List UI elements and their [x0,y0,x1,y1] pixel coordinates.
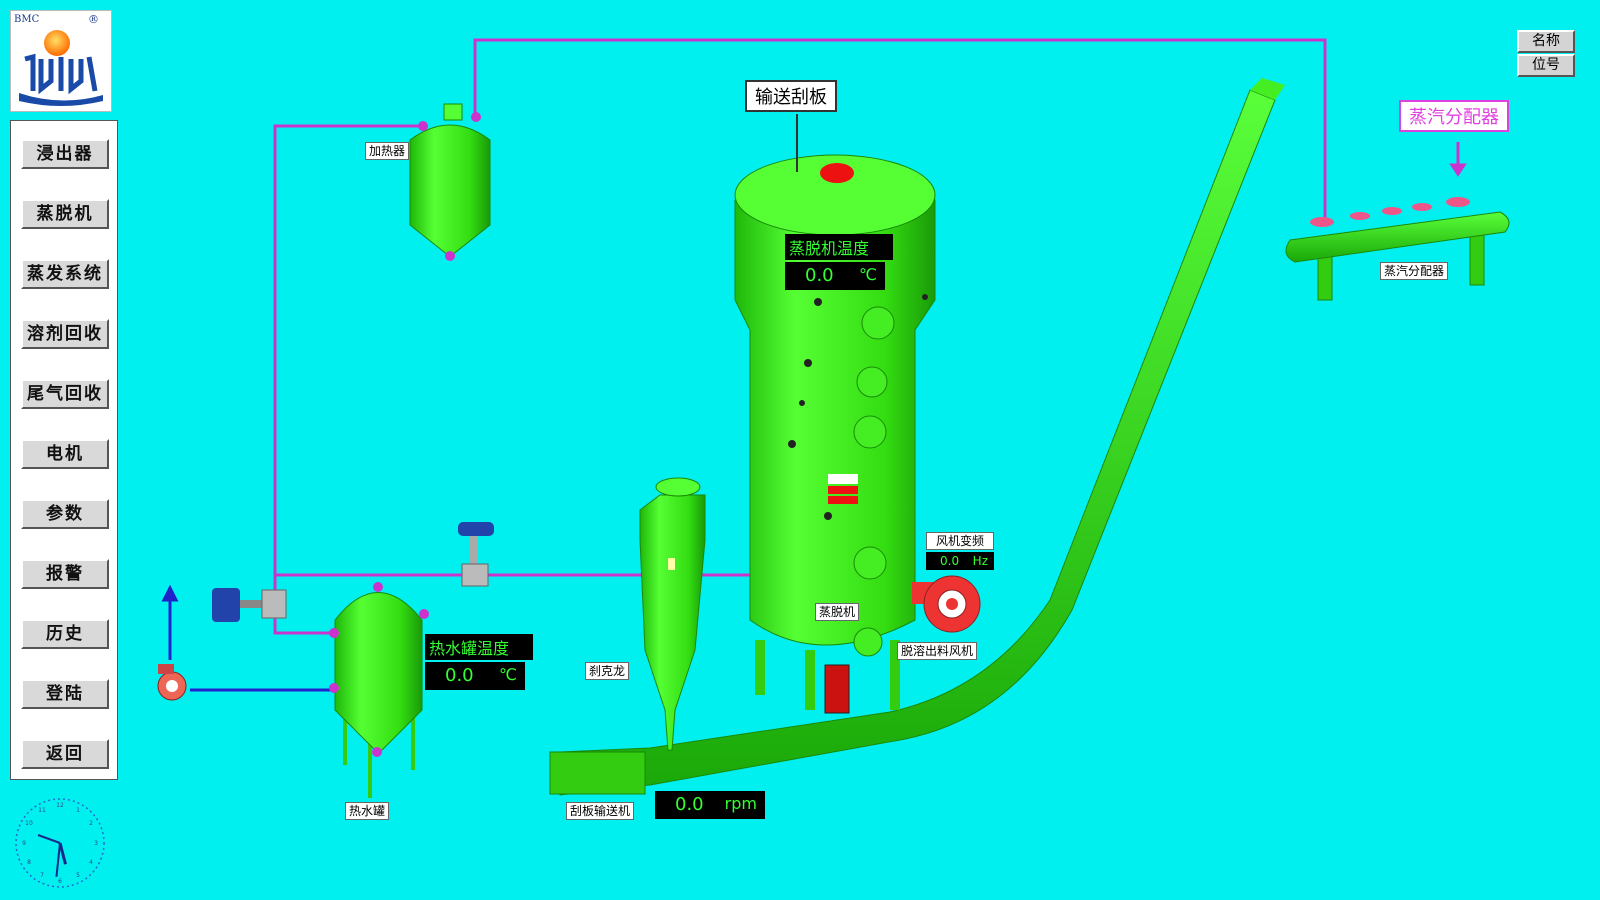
logo-graphic [19,30,103,106]
desolventizer-temp-unit: ℃ [859,265,877,284]
hot-water-temp-display: 0.0 ℃ [425,662,525,690]
scraper-conveyor-label[interactable]: 刮板输送机 [566,802,635,820]
show-tag-number-button[interactable]: 位号 [1517,54,1575,77]
navigation-menu: 浸出器 蒸脱机 蒸发系统 溶剂回收 尾气回收 电机 参数 报警 历史 登陆 返回 [10,120,118,780]
show-name-button[interactable]: 名称 [1517,30,1575,53]
conveyor-scraper-label: 输送刮板 [745,80,837,112]
menu-button-desolventizer[interactable]: 蒸脱机 [21,199,109,229]
heater-label[interactable]: 加热器 [365,142,410,160]
steam-distributor-header [1285,197,1510,301]
hot-water-tank-vessel [329,582,429,798]
hot-water-temp-unit: ℃ [499,665,517,684]
svg-text:1: 1 [76,807,80,814]
menu-button-solvent-recovery[interactable]: 溶剂回收 [21,319,109,349]
desolventizer-label[interactable]: 蒸脱机 [815,603,860,621]
fan-label[interactable]: 脱溶出料风机 [897,642,978,660]
steam-distributor-label[interactable]: 蒸汽分配器 [1380,262,1449,280]
desolventizer-temp-display: 0.0 ℃ [785,262,885,290]
desolventizer-temp-title: 蒸脱机温度 [785,234,893,260]
heater-vessel [409,103,491,261]
svg-text:2: 2 [89,820,93,827]
logo-registered-mark: ® [88,13,99,26]
svg-text:5: 5 [76,872,80,879]
clock-hour-hand [58,842,67,865]
clock-minute-hand [55,842,61,877]
menu-button-back[interactable]: 返回 [21,739,109,769]
menu-button-tail-gas-recovery[interactable]: 尾气回收 [21,379,109,409]
svg-text:7: 7 [40,872,44,879]
conveyor-speed-display: 0.0 rpm [655,791,765,819]
company-logo: BMC ® [10,10,112,112]
hot-water-tank-label[interactable]: 热水罐 [345,802,390,820]
scraper-conveyor-graphic [549,78,1285,796]
svg-text:11: 11 [38,807,46,814]
menu-button-motors[interactable]: 电机 [21,439,109,469]
water-control-valve [212,588,287,622]
steam-distributor-title: 蒸汽分配器 [1399,100,1509,132]
fan-vfd-display: 0.0 Hz [926,552,994,570]
fan-vfd-title: 风机变频 [926,532,994,550]
svg-text:4: 4 [89,859,93,866]
desolventizer-vessel [734,114,936,714]
menu-button-alarms[interactable]: 报警 [21,559,109,589]
cyclone-label[interactable]: 刹克龙 [585,662,630,680]
fan-vfd-value: 0.0 [940,554,960,568]
hot-water-temp-title: 热水罐温度 [425,634,533,660]
fan-vfd-unit: Hz [972,554,988,568]
clock-second-hand [37,834,61,844]
svg-text:3: 3 [94,840,98,847]
menu-button-extractor[interactable]: 浸出器 [21,139,109,169]
menu-button-login[interactable]: 登陆 [21,679,109,709]
svg-text:6: 6 [58,878,62,885]
logo-brand-text: BMC [14,14,40,25]
menu-button-history[interactable]: 历史 [21,619,109,649]
conveyor-speed-unit: rpm [724,794,757,813]
cyclone-separator [639,477,706,751]
svg-text:9: 9 [22,840,26,847]
svg-text:8: 8 [27,859,31,866]
menu-button-evaporation[interactable]: 蒸发系统 [21,259,109,289]
hot-water-pump [157,664,187,701]
discharge-fan [912,575,981,633]
svg-text:10: 10 [25,820,33,827]
svg-text:12: 12 [56,802,64,809]
desolventizer-temp-value: 0.0 [805,265,834,286]
menu-button-parameters[interactable]: 参数 [21,499,109,529]
conveyor-speed-value: 0.0 [675,794,704,815]
steam-control-valve [458,522,494,587]
water-pipe [161,584,334,692]
hot-water-temp-value: 0.0 [445,665,474,686]
